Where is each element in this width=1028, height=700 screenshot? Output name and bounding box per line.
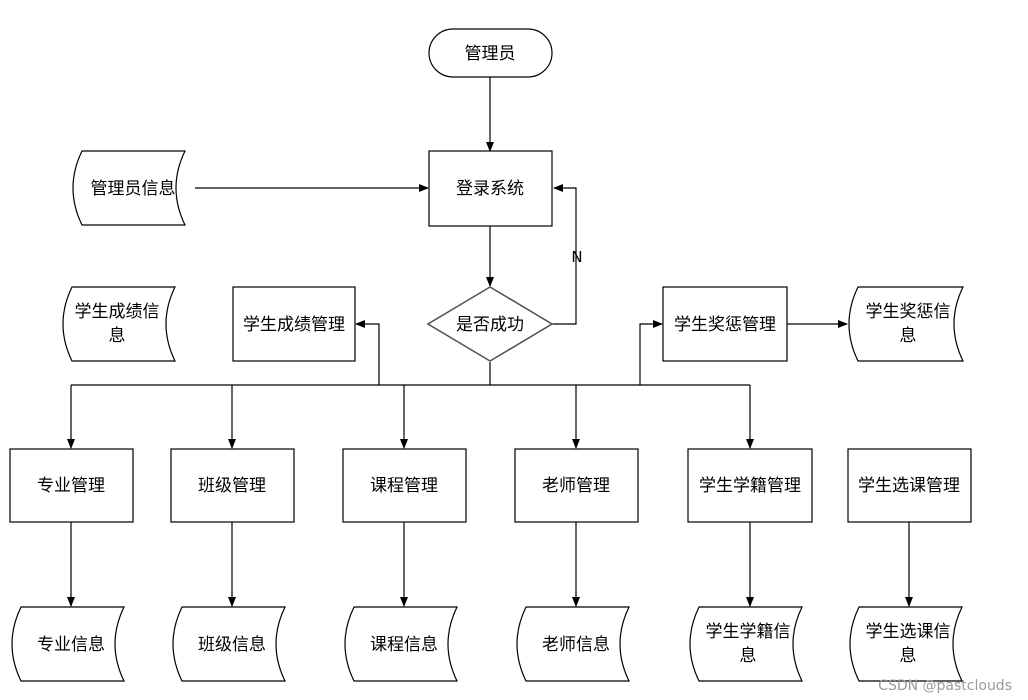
node-major-mgmt: 专业管理: [9, 448, 134, 523]
node-teacher-mgmt: 老师管理: [514, 448, 639, 523]
node-admin: 管理员: [428, 28, 553, 78]
node-roll-info-label-2: 息: [740, 646, 757, 666]
watermark: CSDN @pastclouds: [878, 678, 1012, 694]
node-course-mgmt-label: 课程管理: [370, 476, 438, 496]
node-select-mgmt: 学生选课管理: [847, 448, 972, 523]
node-major-info-label: 专业信息: [37, 635, 105, 655]
node-reward-mgmt: 学生奖惩管理: [662, 286, 788, 362]
node-roll-mgmt-label: 学生学籍管理: [699, 476, 801, 496]
node-select-mgmt-label: 学生选课管理: [858, 476, 960, 496]
node-roll-mgmt: 学生学籍管理: [687, 448, 813, 523]
node-roll-info: 学生学籍信 息: [689, 606, 803, 682]
node-major-mgmt-label: 专业管理: [37, 476, 105, 496]
node-course-info: 课程信息: [344, 606, 458, 682]
node-reward-info: 学生奖惩信 息: [848, 286, 964, 362]
node-select-info: 学生选课信 息: [849, 606, 963, 682]
node-class-info-label: 班级信息: [198, 635, 266, 655]
edge-label-no: N: [571, 248, 582, 266]
node-reward-mgmt-label: 学生奖惩管理: [674, 315, 776, 335]
node-teacher-mgmt-label: 老师管理: [542, 476, 610, 496]
node-reward-info-label-1: 学生奖惩信: [866, 302, 951, 322]
node-score-mgmt: 学生成绩管理: [232, 286, 356, 362]
edges: N: [67, 77, 913, 607]
node-roll-info-label-1: 学生学籍信: [706, 622, 791, 642]
node-admin-label: 管理员: [465, 44, 516, 64]
node-score-info-label-2: 息: [109, 326, 126, 346]
node-reward-info-label-2: 息: [900, 326, 917, 346]
node-admin-info: 管理员信息: [72, 150, 186, 226]
node-score-info-label-1: 学生成绩信: [75, 302, 160, 322]
node-class-mgmt-label: 班级管理: [198, 476, 266, 496]
node-course-mgmt: 课程管理: [342, 448, 467, 523]
node-select-info-label-1: 学生选课信: [866, 622, 951, 642]
node-teacher-info: 老师信息: [516, 606, 630, 682]
node-login-label: 登录系统: [456, 179, 524, 199]
node-decision: 是否成功: [426, 286, 554, 362]
edge-decision-no-to-login: [552, 184, 577, 325]
node-teacher-info-label: 老师信息: [542, 635, 610, 655]
node-admin-info-label: 管理员信息: [91, 179, 176, 199]
node-decision-label: 是否成功: [456, 315, 524, 335]
node-course-info-label: 课程信息: [370, 635, 438, 655]
node-class-mgmt: 班级管理: [170, 448, 295, 523]
edge-bus-to-score-mgmt: [355, 320, 380, 385]
node-class-info: 班级信息: [172, 606, 286, 682]
node-select-info-label-2: 息: [900, 646, 917, 666]
node-score-mgmt-label: 学生成绩管理: [243, 315, 345, 335]
node-login: 登录系统: [428, 150, 553, 227]
node-major-info: 专业信息: [11, 606, 125, 682]
node-score-info: 学生成绩信 息: [62, 286, 176, 362]
edge-bus-to-reward-mgmt: [639, 320, 663, 385]
